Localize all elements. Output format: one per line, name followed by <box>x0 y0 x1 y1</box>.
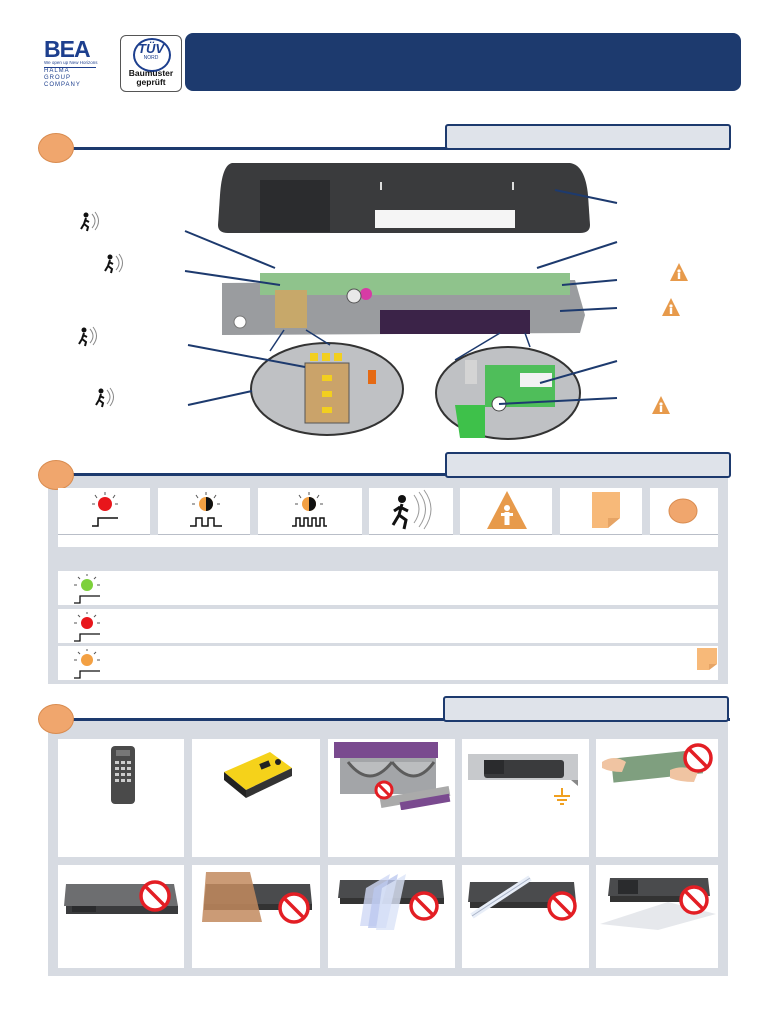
section-3-marker <box>38 704 74 734</box>
presence-sensor-icon <box>102 251 126 275</box>
legend-caption-row <box>58 535 718 547</box>
section-2-marker <box>38 460 74 490</box>
remote-control-image <box>111 746 135 804</box>
hands-on-board-prohibited-image <box>602 743 713 783</box>
safety-warning-icon <box>668 261 690 283</box>
section-1-marker <box>38 133 74 163</box>
legend-cell-4 <box>369 488 453 535</box>
note-page-icon <box>697 648 717 670</box>
dirty-cover-prohibited-image <box>64 880 178 914</box>
safety-warning-icon <box>660 296 682 318</box>
halma-line-1: HALMA GROUP <box>44 67 96 82</box>
bea-logo: BEA We open up New Horizons HALMA GROUP … <box>44 38 112 90</box>
section-3-rule <box>55 718 730 721</box>
led-orange-slow-blink-icon <box>190 492 222 527</box>
device-overview-illustration <box>184 163 618 440</box>
yellow-tester-image <box>224 752 292 798</box>
orange-dot-icon <box>668 498 698 524</box>
cover-lens <box>260 180 330 232</box>
module-removal-image <box>334 742 451 810</box>
tuv-seal-icon <box>133 38 171 72</box>
led-orange-fast-blink-icon <box>292 492 327 527</box>
section-2-rule <box>55 473 730 476</box>
legend-cell-3 <box>258 488 362 535</box>
tuv-sub: NORD <box>143 55 159 61</box>
title-banner <box>185 33 741 91</box>
section-1-tab <box>445 124 731 150</box>
halma-line-2: COMPANY <box>44 82 81 88</box>
circuit-board <box>260 273 570 295</box>
legend-cell-2 <box>158 488 250 535</box>
led-green-steady-icon <box>74 574 100 604</box>
led-orange-steady-icon <box>74 649 100 679</box>
tuv-mark: TÜV <box>138 41 164 56</box>
section-2-tab <box>445 452 731 478</box>
reflective-floor-prohibited-image <box>600 878 716 930</box>
section-1-rule <box>55 147 730 150</box>
bea-tagline: We open up New Horizons <box>44 60 98 65</box>
cover-label-slot <box>375 210 515 228</box>
presence-sensor-icon <box>391 489 432 530</box>
status-row-red <box>58 609 718 643</box>
status-row-green <box>58 571 718 605</box>
status-row-orange <box>58 646 718 680</box>
led-red-steady-icon <box>74 612 100 642</box>
safety-warning-icon <box>650 394 672 416</box>
safety-warning-icon <box>487 491 527 529</box>
led-red-steady-icon <box>92 492 118 527</box>
bea-wordmark: BEA <box>44 36 91 62</box>
glass-panes-prohibited-image <box>338 874 444 930</box>
presence-sensor-icon <box>78 209 102 233</box>
sensor-module <box>275 290 307 328</box>
legend-cell-1 <box>58 488 150 535</box>
presence-sensor-icon <box>93 385 117 409</box>
grounded-mounting-image <box>468 754 578 805</box>
note-page-icon <box>592 492 620 528</box>
section-3-tab <box>443 696 729 722</box>
presence-sensor-icon <box>76 324 100 348</box>
tube-light-prohibited-image <box>468 875 577 921</box>
obstruction-prohibited-image <box>202 872 312 924</box>
dark-window <box>380 310 530 334</box>
tile-dirty-cover <box>58 865 184 968</box>
